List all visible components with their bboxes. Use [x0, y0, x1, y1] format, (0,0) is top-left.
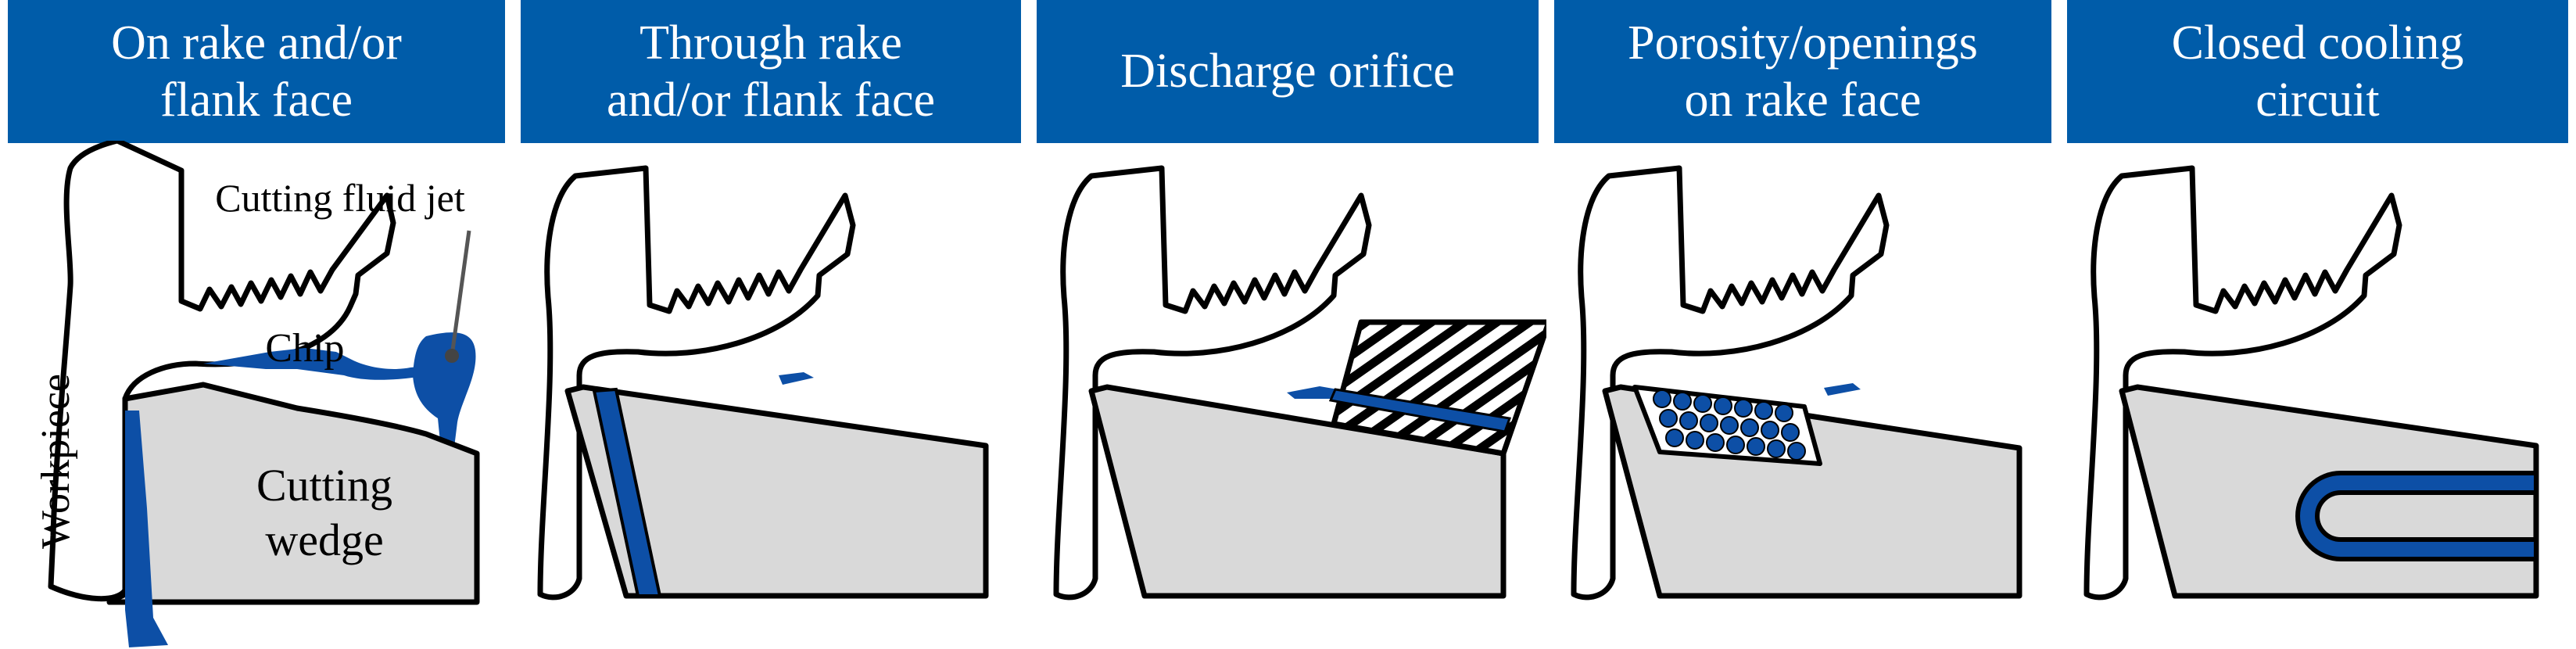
- jet-leader-line: [450, 230, 471, 357]
- panel-header: Closed cooling circuit: [2067, 0, 2568, 143]
- cutting-wedge: [1088, 384, 1507, 599]
- panel-illustration: [1571, 165, 2022, 601]
- panel-closed: Closed cooling circuit: [2059, 0, 2576, 649]
- panel-rake-flank: On rake and/or flank face Cutting fluid …: [0, 0, 513, 649]
- coolant-jet-spray: [413, 332, 476, 457]
- workpiece-shape: [1053, 165, 1372, 601]
- cutting-wedge: [564, 384, 989, 599]
- workpiece-shape: [1571, 165, 1890, 601]
- panel-porosity: Porosity/openings on rake face: [1546, 0, 2059, 649]
- panel-illustration: [2083, 165, 2539, 601]
- panel-header: Through rake and/or flank face: [521, 0, 1021, 143]
- panel-illustration: [537, 165, 989, 601]
- cutting-wedge: [106, 382, 480, 605]
- workpiece-shape: [2083, 165, 2402, 601]
- panel-title: Discharge orifice: [1120, 45, 1455, 99]
- coolant-channel: [1328, 388, 1512, 433]
- coolant-jet-rake: [779, 372, 814, 385]
- panel-orifice: Discharge orifice: [1029, 0, 1546, 649]
- panel-title: On rake and/or flank face: [111, 16, 402, 127]
- panel-illustration: [1053, 165, 1546, 601]
- panel-header: Discharge orifice: [1037, 0, 1539, 143]
- jet-leader-dot: [445, 349, 459, 363]
- panel-title: Porosity/openings on rake face: [1628, 16, 1978, 127]
- panel-header: Porosity/openings on rake face: [1554, 0, 2051, 143]
- coolant-jet-rake: [1824, 383, 1861, 396]
- workpiece-shape: [537, 165, 856, 601]
- coolant-jet-rake: [1287, 386, 1338, 399]
- panel-header: On rake and/or flank face: [8, 0, 505, 143]
- label-jet: Cutting fluid jet: [215, 176, 465, 220]
- pore-openings: [1653, 389, 1806, 461]
- label-wedge-line2: wedge: [265, 515, 383, 565]
- label-wedge-line1: Cutting: [256, 460, 392, 511]
- label-workpiece: Workpiece: [34, 374, 78, 549]
- panel-title: Through rake and/or flank face: [607, 16, 935, 127]
- cooling-circuit-outer: [2295, 471, 2538, 561]
- coolant-channel: [592, 387, 662, 597]
- coolant-jet-flank: [125, 411, 168, 647]
- label-chip: Chip: [265, 326, 344, 371]
- panel-illustration: Cutting fluid jet Chip Workpiece Cutting…: [34, 141, 480, 647]
- panel-through: Through rake and/or flank face: [513, 0, 1029, 649]
- coolant-jet-rake: [203, 348, 428, 380]
- panel-title: Closed cooling circuit: [2171, 16, 2464, 127]
